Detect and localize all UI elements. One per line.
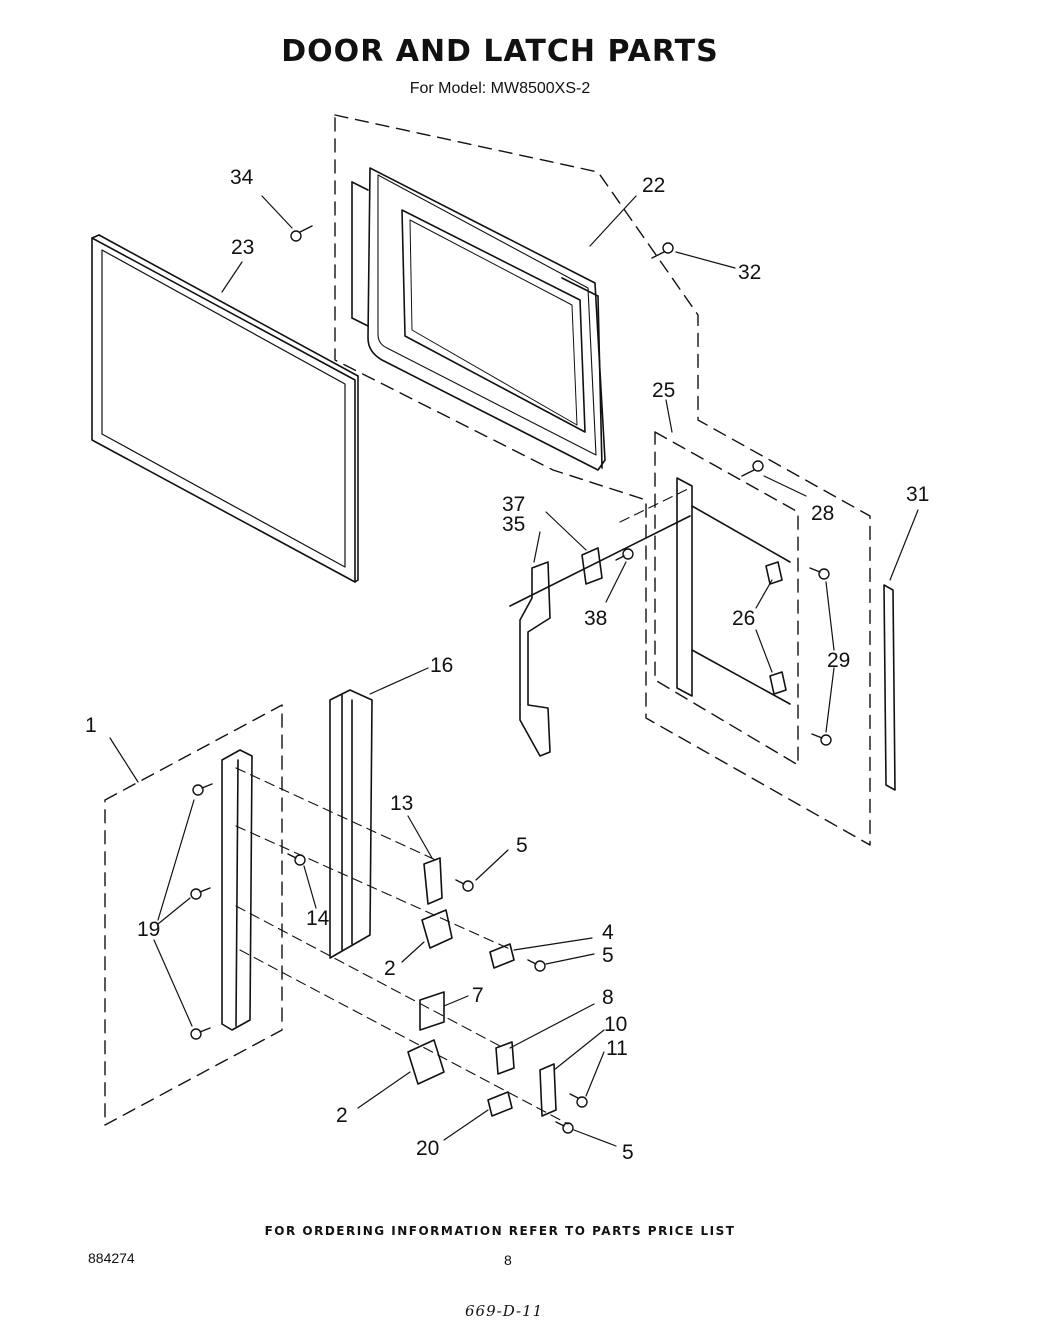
callout-13: 13 <box>390 792 413 815</box>
callout-2-upper: 2 <box>384 957 396 980</box>
door-assembly-boundary <box>334 114 871 846</box>
page-title: DOOR AND LATCH PARTS <box>281 34 719 69</box>
leader-lines <box>109 195 919 1147</box>
channel-bracket <box>329 689 373 959</box>
latch-block-2-lower <box>407 1039 445 1085</box>
callout-14: 14 <box>306 907 330 930</box>
latch-hook <box>581 547 603 585</box>
callout-28: 28 <box>811 502 834 525</box>
latch-block-2-upper <box>421 909 453 949</box>
ordering-note: FOR ORDERING INFORMATION REFER TO PARTS … <box>264 1224 736 1238</box>
callout-5-lower: 5 <box>622 1141 634 1164</box>
insulator-7 <box>419 991 445 1031</box>
assembly-lines <box>235 487 691 1125</box>
callout-38: 38 <box>584 607 607 630</box>
trim-strip <box>883 584 896 791</box>
callout-32: 32 <box>738 261 761 284</box>
door-frame <box>351 167 606 471</box>
callout-29: 29 <box>827 649 850 672</box>
callout-4: 4 <box>602 921 614 944</box>
callout-26: 26 <box>732 607 755 630</box>
callout-8: 8 <box>602 986 614 1009</box>
callout-20: 20 <box>416 1137 439 1160</box>
bracket-10 <box>539 1063 557 1117</box>
handwritten-note: 669-D-11 <box>465 1302 544 1320</box>
latch-plate <box>676 477 791 705</box>
callout-16: 16 <box>430 654 453 677</box>
document-number: 884274 <box>88 1250 135 1266</box>
callout-5-middle: 5 <box>602 944 614 967</box>
callout-11: 11 <box>606 1037 628 1060</box>
callout-10: 10 <box>604 1013 627 1036</box>
callout-23: 23 <box>231 236 254 259</box>
mounting-bracket <box>221 749 253 1031</box>
switch-13 <box>423 857 443 905</box>
actuator-20 <box>487 1091 513 1117</box>
screws <box>190 225 832 1134</box>
callout-5-upper: 5 <box>516 834 528 857</box>
callout-37: 37 <box>502 493 525 516</box>
callout-25: 25 <box>652 379 675 402</box>
latch-assembly-boundary <box>104 704 283 1126</box>
callout-34: 34 <box>230 166 254 189</box>
door-panel <box>91 234 359 583</box>
latch-lever <box>519 561 551 757</box>
callout-22: 22 <box>642 174 665 197</box>
latch-plate-boundary <box>654 431 799 766</box>
callout-labels: 34 22 23 32 25 31 28 37 35 38 26 29 16 1… <box>85 166 929 1164</box>
callout-7: 7 <box>472 984 484 1007</box>
callout-1: 1 <box>85 714 97 737</box>
callout-35: 35 <box>502 513 525 536</box>
callout-31: 31 <box>906 483 929 506</box>
actuator-4 <box>489 943 515 969</box>
model-subtitle: For Model: MW8500XS-2 <box>409 80 591 97</box>
callout-19: 19 <box>137 918 160 941</box>
callout-2-lower: 2 <box>336 1104 348 1127</box>
switch-8 <box>495 1041 515 1075</box>
page-number: 8 <box>504 1252 512 1268</box>
